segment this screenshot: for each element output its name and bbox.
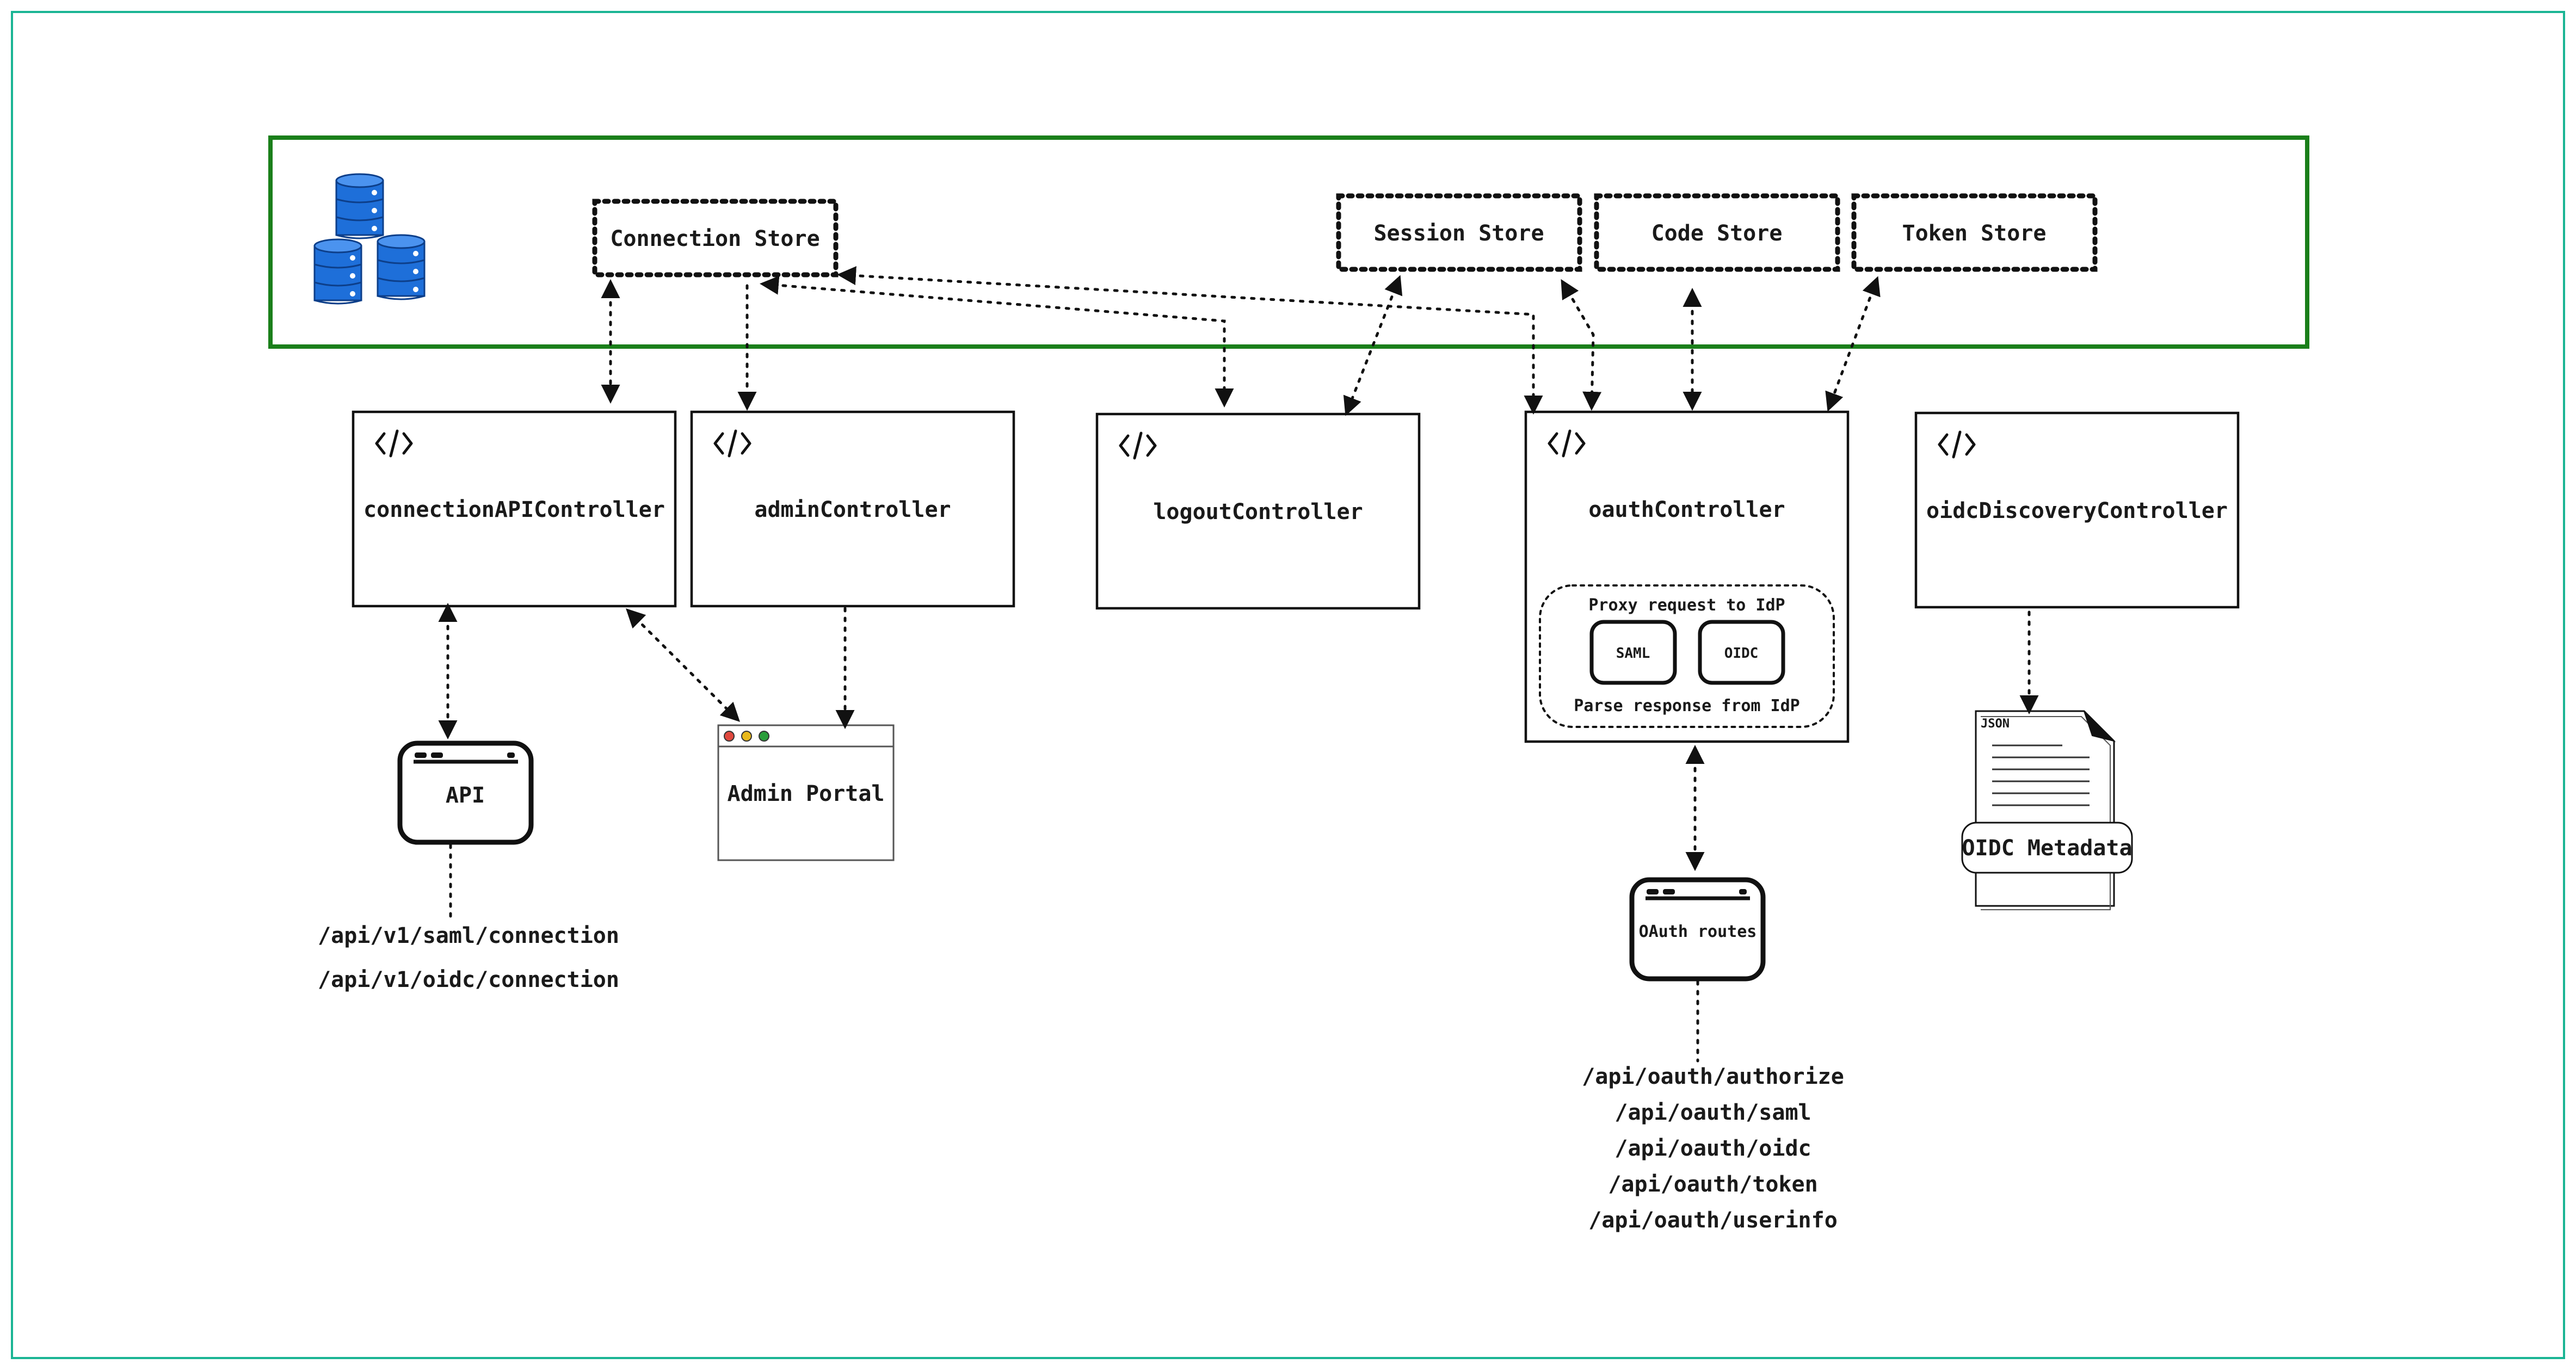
code-icon xyxy=(375,429,413,458)
oauth-route: /api/oauth/saml xyxy=(1614,1100,1811,1125)
session-store: Session Store xyxy=(1336,193,1582,272)
admin-portal-label: Admin Portal xyxy=(728,781,885,806)
database-icon xyxy=(313,173,426,305)
browser-window-icon xyxy=(1629,877,1766,982)
oauth-controller: oauthController Proxy request to IdP SAM… xyxy=(1524,410,1850,743)
api-label: API xyxy=(446,783,485,808)
parse-response-label: Parse response from IdP xyxy=(1574,696,1799,715)
admin-controller-label: adminController xyxy=(754,497,951,522)
proxy-request-label: Proxy request to IdP xyxy=(1588,596,1785,615)
oidc-metadata-label: OIDC Metadata xyxy=(1962,836,2132,861)
api-node: API xyxy=(397,740,534,845)
connector xyxy=(760,275,1234,408)
connection-store-label: Connection Store xyxy=(610,226,819,251)
oidc-metadata: JSON OIDC Metadata xyxy=(1961,710,2133,910)
logout-controller: logoutController xyxy=(1095,412,1421,610)
connector xyxy=(1343,275,1403,416)
connectors xyxy=(438,266,2039,1063)
oidc-discovery-controller: oidcDiscoveryController xyxy=(1914,411,2240,609)
oauth-route-list: /api/oauth/authorize /api/oauth/saml /ap… xyxy=(1582,1064,1844,1233)
code-store: Code Store xyxy=(1594,193,1840,272)
oidc-handler: OIDC xyxy=(1698,620,1785,685)
oauth-route: /api/oauth/userinfo xyxy=(1588,1208,1838,1233)
code-icon xyxy=(1548,429,1586,458)
api-route: /api/v1/saml/connection xyxy=(318,923,619,948)
api-route-list: /api/v1/saml/connection /api/v1/oidc/con… xyxy=(318,923,619,992)
code-icon xyxy=(1938,430,1976,459)
connection-api-controller: connectionAPIController xyxy=(352,410,677,608)
api-route: /api/v1/oidc/connection xyxy=(318,967,619,992)
idp-proxy-group xyxy=(1539,584,1835,728)
connector xyxy=(837,266,1543,415)
oauth-route: /api/oauth/oidc xyxy=(1614,1136,1811,1161)
connection-api-controller-label: connectionAPIController xyxy=(363,497,665,522)
code-icon xyxy=(1119,431,1157,460)
oauth-routes-label: OAuth routes xyxy=(1639,922,1757,941)
oidc-label: OIDC xyxy=(1724,645,1759,662)
oauth-controller-label: oauthController xyxy=(1588,497,1785,522)
oauth-routes-node: OAuth routes xyxy=(1629,877,1766,982)
oauth-route: /api/oauth/token xyxy=(1608,1172,1817,1197)
code-icon xyxy=(713,429,751,458)
browser-window-icon xyxy=(397,740,534,845)
json-document-icon: JSON xyxy=(1961,710,2133,910)
saml-label: SAML xyxy=(1616,645,1650,662)
token-store-label: Token Store xyxy=(1902,221,2047,246)
outer-frame xyxy=(11,11,2565,1359)
saml-handler: SAML xyxy=(1589,620,1677,685)
code-store-label: Code Store xyxy=(1651,221,1783,246)
json-tag: JSON xyxy=(1981,717,2010,731)
connection-store: Connection Store xyxy=(592,199,839,277)
admin-portal: Admin Portal xyxy=(717,724,895,861)
connector xyxy=(1561,279,1602,411)
oauth-route: /api/oauth/authorize xyxy=(1582,1064,1844,1089)
logout-controller-label: logoutController xyxy=(1153,499,1363,524)
session-store-label: Session Store xyxy=(1373,221,1544,246)
admin-controller: adminController xyxy=(690,410,1015,608)
connector xyxy=(626,608,740,722)
connector xyxy=(1825,276,1881,412)
token-store: Token Store xyxy=(1851,193,2098,272)
oidc-discovery-controller-label: oidcDiscoveryController xyxy=(1926,498,2228,523)
